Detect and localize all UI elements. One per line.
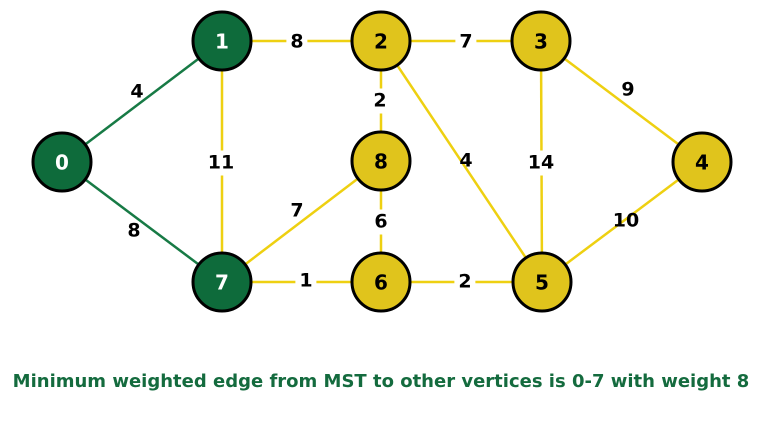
edge-weight-7-8: 7 <box>290 199 304 222</box>
edge-2-5 <box>379 40 544 283</box>
edge-0-7 <box>61 161 223 283</box>
graph-node-1: 1 <box>191 10 253 72</box>
edge-weight-0-1: 4 <box>130 80 144 103</box>
graph-node-8: 8 <box>350 130 412 192</box>
edge-4-5 <box>541 161 703 283</box>
edge-weight-4-5: 10 <box>612 209 640 232</box>
edge-0-1 <box>61 40 223 163</box>
graph-node-7: 7 <box>191 251 253 313</box>
edge-7-8 <box>221 160 382 283</box>
edge-weight-6-8: 6 <box>370 209 392 235</box>
caption-text: Minimum weighted edge from MST to other … <box>12 371 750 392</box>
edge-weight-5-6: 2 <box>454 269 476 295</box>
edge-weight-2-5: 4 <box>459 149 473 172</box>
graph-node-6: 6 <box>350 251 412 313</box>
graph-node-4: 4 <box>671 131 733 193</box>
graph-node-5: 5 <box>511 251 573 313</box>
graph-node-2: 2 <box>350 10 412 72</box>
graph-node-3: 3 <box>510 10 572 72</box>
edge-weight-6-7: 1 <box>295 268 317 294</box>
edge-3-4 <box>540 40 703 163</box>
edge-weight-3-5: 14 <box>523 150 559 176</box>
edge-weight-2-8: 2 <box>369 88 391 114</box>
edge-weight-3-4: 9 <box>621 78 635 101</box>
edge-weight-1-2: 8 <box>286 29 308 55</box>
graph-node-0: 0 <box>31 131 93 193</box>
edge-weight-2-3: 7 <box>455 29 477 55</box>
edge-weight-0-7: 8 <box>127 219 141 242</box>
edge-weight-1-7: 11 <box>203 150 239 176</box>
